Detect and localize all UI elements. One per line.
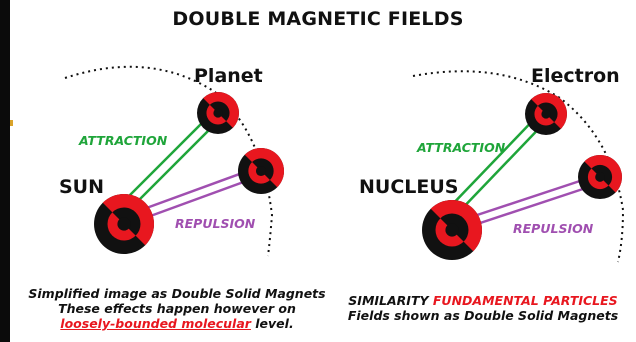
right-caption-line-2: Fields shown as Double Solid Magnets [347,308,619,323]
right-caption-similarity: SIMILARITY [348,293,433,308]
left-caption-highlight: loosely-bounded molecular [60,316,251,331]
right-repulsion-line-1 [455,173,599,224]
page-title: DOUBLE MAGNETIC FIELDS [172,8,464,30]
right-attraction-line-1 [446,110,543,211]
left-attraction-line-1 [119,109,216,206]
left-caption-line-2: These effects happen however on [58,301,296,316]
right-repulsion-label: REPULSION [513,221,594,236]
left-repulsion-line-2 [133,174,261,224]
right-caption: SIMILARITY FUNDAMENTAL PARTICLES Fields … [330,293,636,323]
electron-label: Electron [531,65,620,87]
right-repulsion-line-2 [458,181,602,232]
right-orbit-arc [412,70,625,263]
sun-magnet [94,181,167,254]
left-orbit-arc [64,65,274,257]
right-caption-line-1: SIMILARITY FUNDAMENTAL PARTICLES [330,293,636,308]
electron-magnet [525,84,576,135]
left-caption: Simplified image as Double Solid Magnets… [12,286,342,331]
nucleus-label: NUCLEUS [359,176,458,198]
planet-magnet [197,83,248,134]
left-edge-marker [10,120,13,126]
left-edge-bar [0,0,10,342]
left-repulsion-label: REPULSION [175,216,256,231]
left-attraction-label: ATTRACTION [78,133,168,148]
electron-second-magnet [578,145,632,199]
left-attraction-line-2 [127,115,224,212]
left-caption-line-3: loosely-bounded molecular level. [12,316,342,331]
left-panel: SUN Planet ATTRACTION REPULSION [59,65,294,257]
right-attraction-line-2 [454,116,551,217]
planet-second-magnet [238,138,294,194]
right-caption-highlight: FUNDAMENTAL PARTICLES [432,293,618,308]
right-panel: NUCLEUS Electron ATTRACTION REPULSION [359,65,632,263]
left-repulsion-line-1 [129,166,257,216]
left-caption-line-1: Simplified image as Double Solid Magnets [28,286,326,301]
planet-label: Planet [194,65,263,87]
left-caption-line-3-rest: level. [250,316,294,331]
sun-label: SUN [59,176,104,198]
right-attraction-label: ATTRACTION [416,140,506,155]
